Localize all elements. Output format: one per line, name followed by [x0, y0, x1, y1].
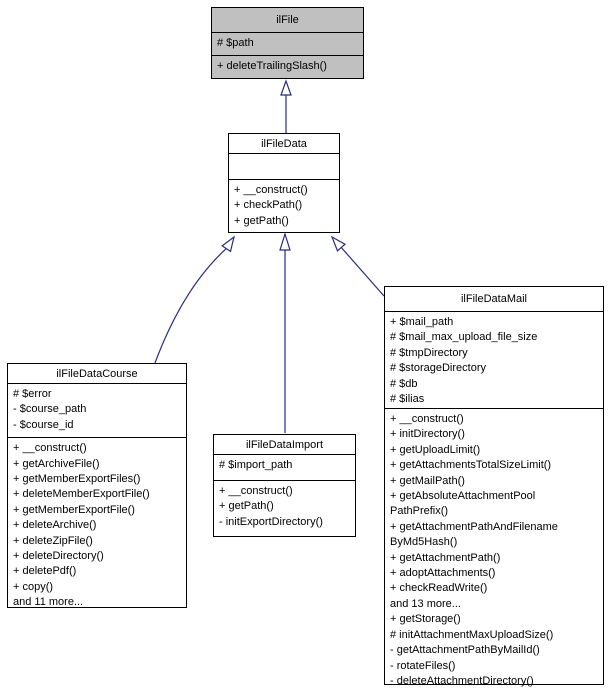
class-attributes-ilfiledatacourse: # $error - $course_path - $course_id	[8, 384, 186, 439]
member-row: + getAbsoluteAttachmentPool	[390, 490, 536, 503]
class-attributes-ilfile: # $path	[212, 33, 363, 56]
member-row: - deleteAttachmentDirectory()	[390, 674, 534, 687]
class-methods-ilfiledataimport: + __construct() + getPath() - initExportDi…	[214, 481, 355, 536]
inheritance-arrow-import-to-filedata	[279, 231, 291, 433]
member-row: + __construct()	[13, 442, 87, 455]
class-box-ilfiledataimport[interactable]: ilFileDataImport # $import_path + __cons…	[213, 434, 356, 537]
class-title-ilfiledatacourse[interactable]: ilFileDataCourse	[8, 364, 186, 384]
member-row: + __construct()	[219, 485, 293, 497]
class-methods-ilfile: + deleteTrailingSlash()	[212, 56, 363, 78]
member-row: + deleteZipFile()	[13, 534, 93, 547]
member-row: - getAttachmentPathByMailId()	[390, 644, 540, 657]
class-methods-ilfiledata: + __construct() + checkPath() + getPath()	[229, 180, 339, 233]
member-row: - $course_id	[13, 418, 74, 431]
class-attributes-ilfiledatamail: + $mail_path # $mail_max_upload_file_size…	[385, 312, 603, 409]
class-attributes-ilfiledataimport: # $import_path	[214, 455, 355, 481]
class-box-ilfiledatacourse[interactable]: ilFileDataCourse # $error - $course_path -…	[7, 363, 187, 608]
class-title-ilfiledataimport[interactable]: ilFileDataImport	[214, 435, 355, 455]
member-row: + $mail_path	[390, 316, 454, 328]
member-row: ByMd5Hash()	[390, 536, 458, 549]
class-title-ilfile[interactable]: ilFile	[212, 8, 363, 33]
inheritance-arrow-filedata-to-file	[280, 79, 292, 133]
member-row: and 13 more...	[390, 597, 461, 610]
class-box-ilfiledata[interactable]: ilFileData + __construct()+ checkPath()+…	[228, 133, 340, 233]
member-row: # $storageDirectory	[390, 362, 486, 375]
member-row: + __construct()	[390, 413, 464, 425]
member-row: # $mail_max_upload_file_size	[390, 331, 538, 344]
member-row: + checkReadWrite()	[390, 582, 488, 595]
member-row: + __construct()	[234, 184, 308, 196]
member-row: # $ilias	[390, 393, 425, 406]
member-row: and 11 more...	[13, 596, 84, 609]
member-row: # $tmpDirectory	[390, 346, 468, 359]
member-row: + getStorage()	[390, 613, 461, 626]
member-row: + getArchiveFile()	[13, 457, 100, 470]
member-row: + getAttachmentPath()	[390, 551, 501, 564]
member-row: + deleteArchive()	[13, 519, 97, 532]
member-row: + getMailPath()	[390, 474, 465, 487]
class-attributes-ilfiledata	[229, 154, 339, 180]
inheritance-arrow-mail-to-filedata	[330, 235, 385, 297]
member-row: + deleteTrailingSlash()	[217, 60, 327, 73]
member-row: + getAttachmentsTotalSizeLimit()	[390, 459, 552, 472]
class-box-ilfiledatamail[interactable]: ilFileDataMail + $mail_path # $mail_max_u…	[384, 286, 604, 687]
member-row: + getUploadLimit()	[390, 443, 481, 456]
member-row: + checkPath()	[234, 199, 303, 212]
member-row: + copy()	[13, 580, 54, 593]
member-row: # $import_path	[219, 459, 293, 471]
member-row: - rotateFiles()	[390, 659, 456, 672]
member-row: + deleteDirectory()	[13, 550, 104, 563]
member-row: + getMemberExportFile()	[13, 503, 135, 516]
member-row: + deletePdf()	[13, 565, 77, 578]
class-methods-ilfiledatamail: + __construct() + initDirectory() + getUpl…	[385, 409, 603, 691]
member-row: - initExportDirectory()	[219, 515, 323, 528]
member-row: PathPrefix()	[390, 505, 449, 518]
member-row: - $course_path	[13, 403, 87, 416]
class-methods-ilfiledatacourse: + __construct() + getArchiveFile() + getMe…	[8, 438, 186, 614]
member-row: # $error	[13, 388, 52, 400]
member-row: # initAttachmentMaxUploadSize()	[390, 628, 554, 641]
class-title-ilfiledata[interactable]: ilFileData	[229, 134, 339, 154]
member-row: + adoptAttachments()	[390, 567, 496, 580]
class-title-ilfiledatamail[interactable]: ilFileDataMail	[385, 287, 603, 312]
member-row: + getPath()	[219, 500, 274, 513]
member-row: + getAttachmentPathAndFilename	[390, 520, 558, 533]
member-row: # $db	[390, 377, 418, 390]
member-row: + initDirectory()	[390, 428, 465, 441]
member-row: # $path	[217, 37, 254, 50]
member-row: + getMemberExportFiles()	[13, 473, 141, 486]
member-row: + deleteMemberExportFile()	[13, 488, 150, 501]
member-row: + getPath()	[234, 214, 289, 227]
inheritance-arrow-course-to-filedata	[154, 235, 235, 364]
class-box-ilfile[interactable]: ilFile # $path + deleteTrailingSlash()	[211, 7, 364, 79]
